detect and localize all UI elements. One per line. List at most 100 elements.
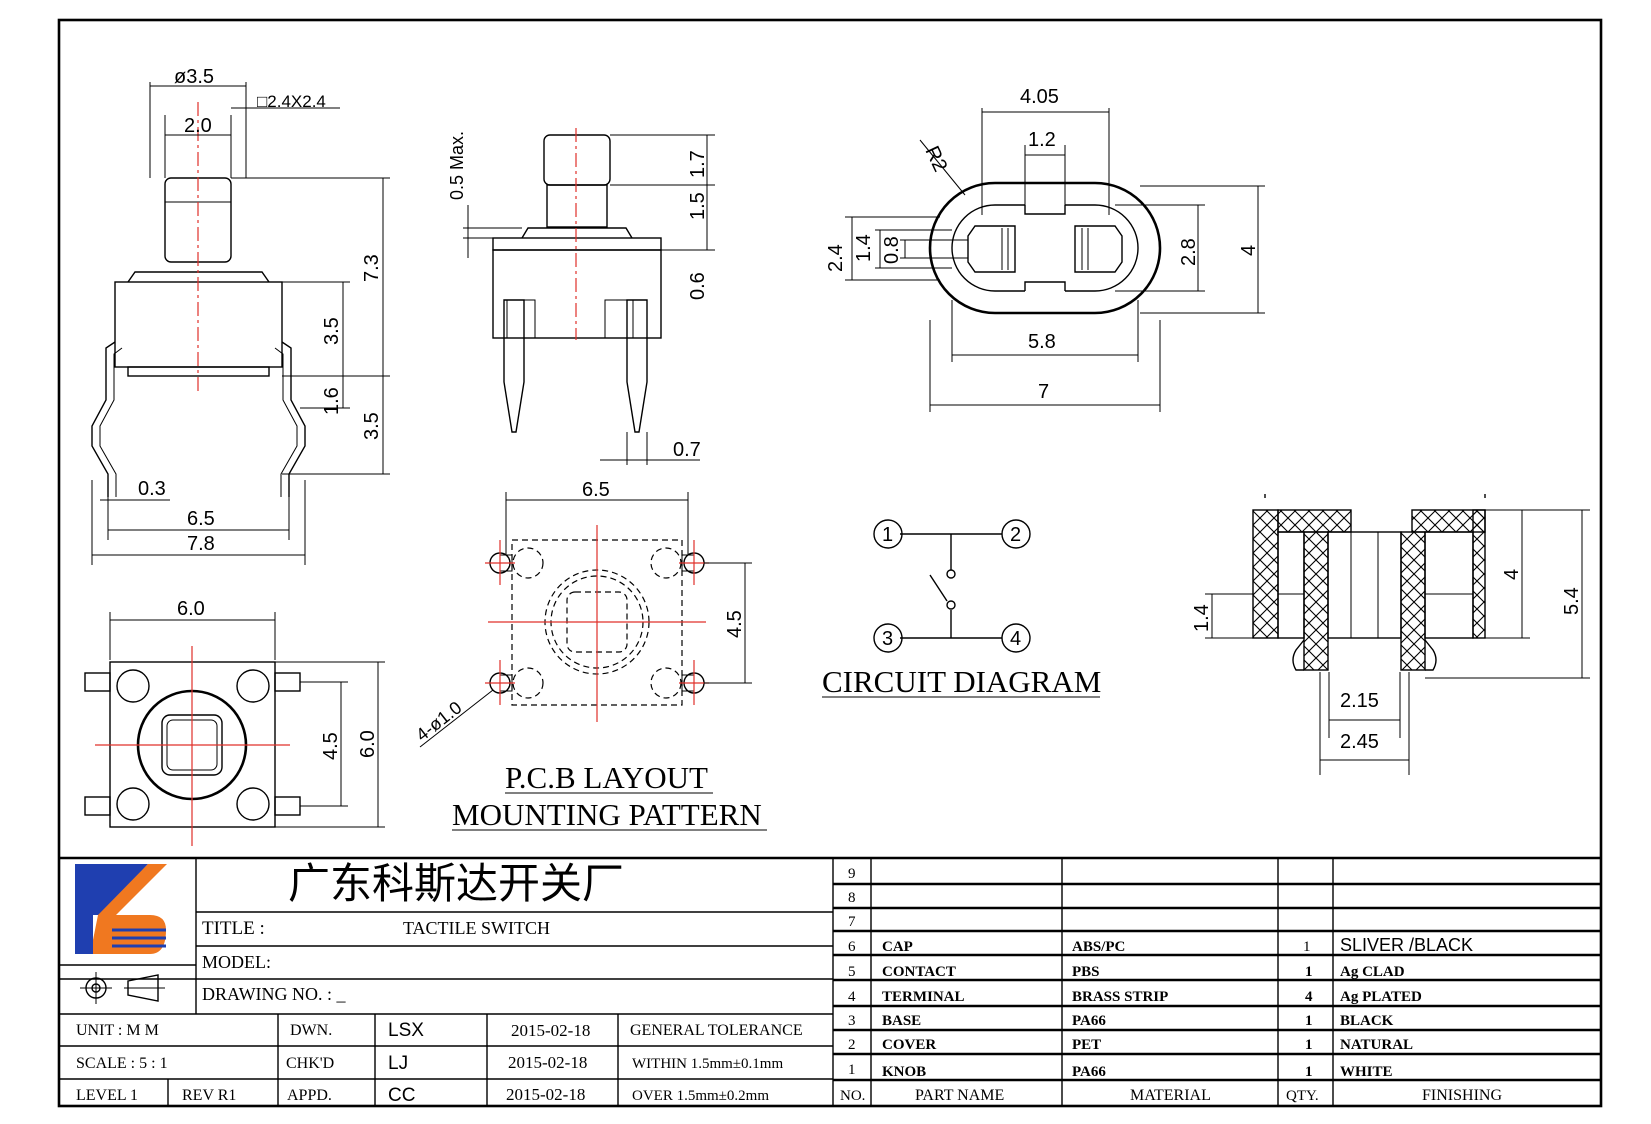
bom-row-no: 8: [848, 890, 856, 906]
projection-cone-icon: [127, 974, 159, 1002]
bom-row-no: 6: [848, 939, 856, 955]
dim-3-5-leg: 3.5: [361, 412, 383, 440]
appd-date: 2015-02-18: [506, 1085, 585, 1104]
dim-2-8: 2.8: [1178, 238, 1200, 266]
bom-part-name: KNOB: [882, 1064, 926, 1080]
dim-4-05: 4.05: [1020, 86, 1059, 108]
dim-5-8: 5.8: [1028, 331, 1056, 353]
dim-r2: R2: [920, 143, 951, 175]
title-block: [58, 856, 1601, 1106]
dim-6-5-front: 6.5: [187, 508, 215, 530]
scale-field: SCALE : 5 : 1: [76, 1055, 168, 1072]
chk-label: CHK'D: [286, 1055, 334, 1072]
bom-material: BRASS STRIP: [1072, 989, 1168, 1005]
bom-part-name: BASE: [882, 1013, 921, 1029]
tolerance-within: WITHIN 1.5mm±0.1mm: [632, 1056, 783, 1072]
bom-header-no: NO.: [840, 1088, 865, 1104]
bom-qty: 1: [1305, 1037, 1313, 1053]
dim-1-5: 1.5: [687, 192, 709, 220]
bom-row-no: 1: [848, 1062, 856, 1078]
drawing-no-label: DRAWING NO. : _: [202, 984, 347, 1004]
bom-row-no: 7: [848, 914, 856, 930]
bom-header-qty: QTY.: [1286, 1088, 1319, 1104]
dim-0-6: 0.6: [687, 272, 709, 300]
circuit-diagram-title: CIRCUIT DIAGRAM: [822, 664, 1101, 699]
dim-7-8: 7.8: [187, 533, 215, 555]
model-label: MODEL:: [202, 952, 271, 972]
dim-1-6: 1.6: [321, 387, 343, 415]
dim-1-4-oval: 1.4: [853, 234, 875, 262]
dim-4-section: 4: [1501, 569, 1523, 580]
dim-1-2: 1.2: [1028, 129, 1056, 151]
unit-field: UNIT : M M: [76, 1022, 159, 1039]
pcb-layout-title-2: MOUNTING PATTERN: [452, 797, 762, 832]
chk-name: LJ: [388, 1053, 408, 1074]
drawing-border: [57, 18, 1603, 1108]
bom-qty: 1: [1305, 1013, 1313, 1029]
dim-7: 7: [1038, 381, 1049, 403]
side-elevation-view: [463, 128, 715, 465]
bom-qty: 4: [1305, 989, 1313, 1005]
bom-material: PBS: [1072, 964, 1100, 980]
company-name: 广东科斯达开关厂: [288, 861, 624, 908]
top-view: [84, 612, 385, 846]
bom-qty: 1: [1303, 939, 1311, 955]
bom-header-part-name: PART NAME: [915, 1087, 1004, 1104]
circuit-pin-4: 4: [1010, 628, 1021, 650]
bom-finishing: Ag PLATED: [1340, 989, 1422, 1005]
title-label: TITLE :: [202, 918, 265, 939]
dim-1-4-section: 1.4: [1191, 604, 1213, 632]
dim-square-2-4: □2.4X2.4: [257, 92, 326, 111]
dim-5-4: 5.4: [1561, 587, 1583, 615]
dim-7-3: 7.3: [361, 254, 383, 282]
dwn-name: LSX: [388, 1020, 424, 1041]
dwn-label: DWN.: [290, 1022, 332, 1039]
dim-6-5-pcb: 6.5: [582, 479, 610, 501]
bom-row-no: 3: [848, 1013, 856, 1029]
bom-material: PET: [1072, 1037, 1101, 1053]
dim-0-7: 0.7: [673, 439, 701, 461]
circuit-pin-1: 1: [882, 524, 893, 546]
bom-material: ABS/PC: [1072, 939, 1125, 955]
circuit-diagram: [873, 519, 1031, 653]
appd-label: APPD.: [287, 1087, 332, 1104]
bom-qty: 1: [1305, 964, 1313, 980]
section-view: [1205, 494, 1590, 775]
pcb-layout-view: [419, 492, 752, 748]
circuit-pin-2: 2: [1010, 524, 1021, 546]
circuit-pin-3: 3: [882, 628, 893, 650]
logo-mark-bar: [75, 864, 93, 954]
title-value: TACTILE SWITCH: [403, 918, 550, 938]
bom-row-no: 5: [848, 964, 856, 980]
bom-header-material: MATERIAL: [1130, 1087, 1211, 1104]
dim-4-5-top: 4.5: [320, 732, 342, 760]
bom-material: PA66: [1072, 1013, 1106, 1029]
oval-top-view: [845, 108, 1265, 412]
front-elevation-view: [91, 82, 390, 565]
pcb-layout-title-1: P.C.B LAYOUT: [505, 760, 708, 795]
bom-row-no: 9: [848, 866, 856, 882]
rev-field: REV R1: [182, 1087, 236, 1104]
bom-part-name: TERMINAL: [882, 989, 965, 1005]
dim-3-5-body: 3.5: [321, 317, 343, 345]
dim-2-45: 2.45: [1340, 731, 1379, 753]
bom-part-name: CAP: [882, 939, 913, 955]
dim-hole-diameter: 4-ø1.0: [412, 697, 465, 745]
dim-2-0: 2.0: [184, 115, 212, 137]
bom-part-name: CONTACT: [882, 964, 956, 980]
dim-4-oval: 4: [1238, 245, 1260, 256]
chk-date: 2015-02-18: [508, 1053, 587, 1072]
dim-2-15: 2.15: [1340, 690, 1379, 712]
bom-material: PA66: [1072, 1064, 1106, 1080]
bom-part-name: COVER: [882, 1037, 936, 1053]
bom-finishing: Ag CLAD: [1340, 964, 1405, 980]
dim-4-5-pcb: 4.5: [724, 610, 746, 638]
bom-finishing: NATURAL: [1340, 1037, 1413, 1053]
level-field: LEVEL 1: [76, 1087, 138, 1104]
dim-0-5-max: 0.5 Max.: [447, 131, 467, 200]
dim-0-3: 0.3: [138, 478, 166, 500]
bom-qty: 1: [1305, 1064, 1313, 1080]
bom-header-finishing: FINISHING: [1422, 1087, 1502, 1104]
bom-finishing: SLIVER /BLACK: [1340, 935, 1473, 955]
